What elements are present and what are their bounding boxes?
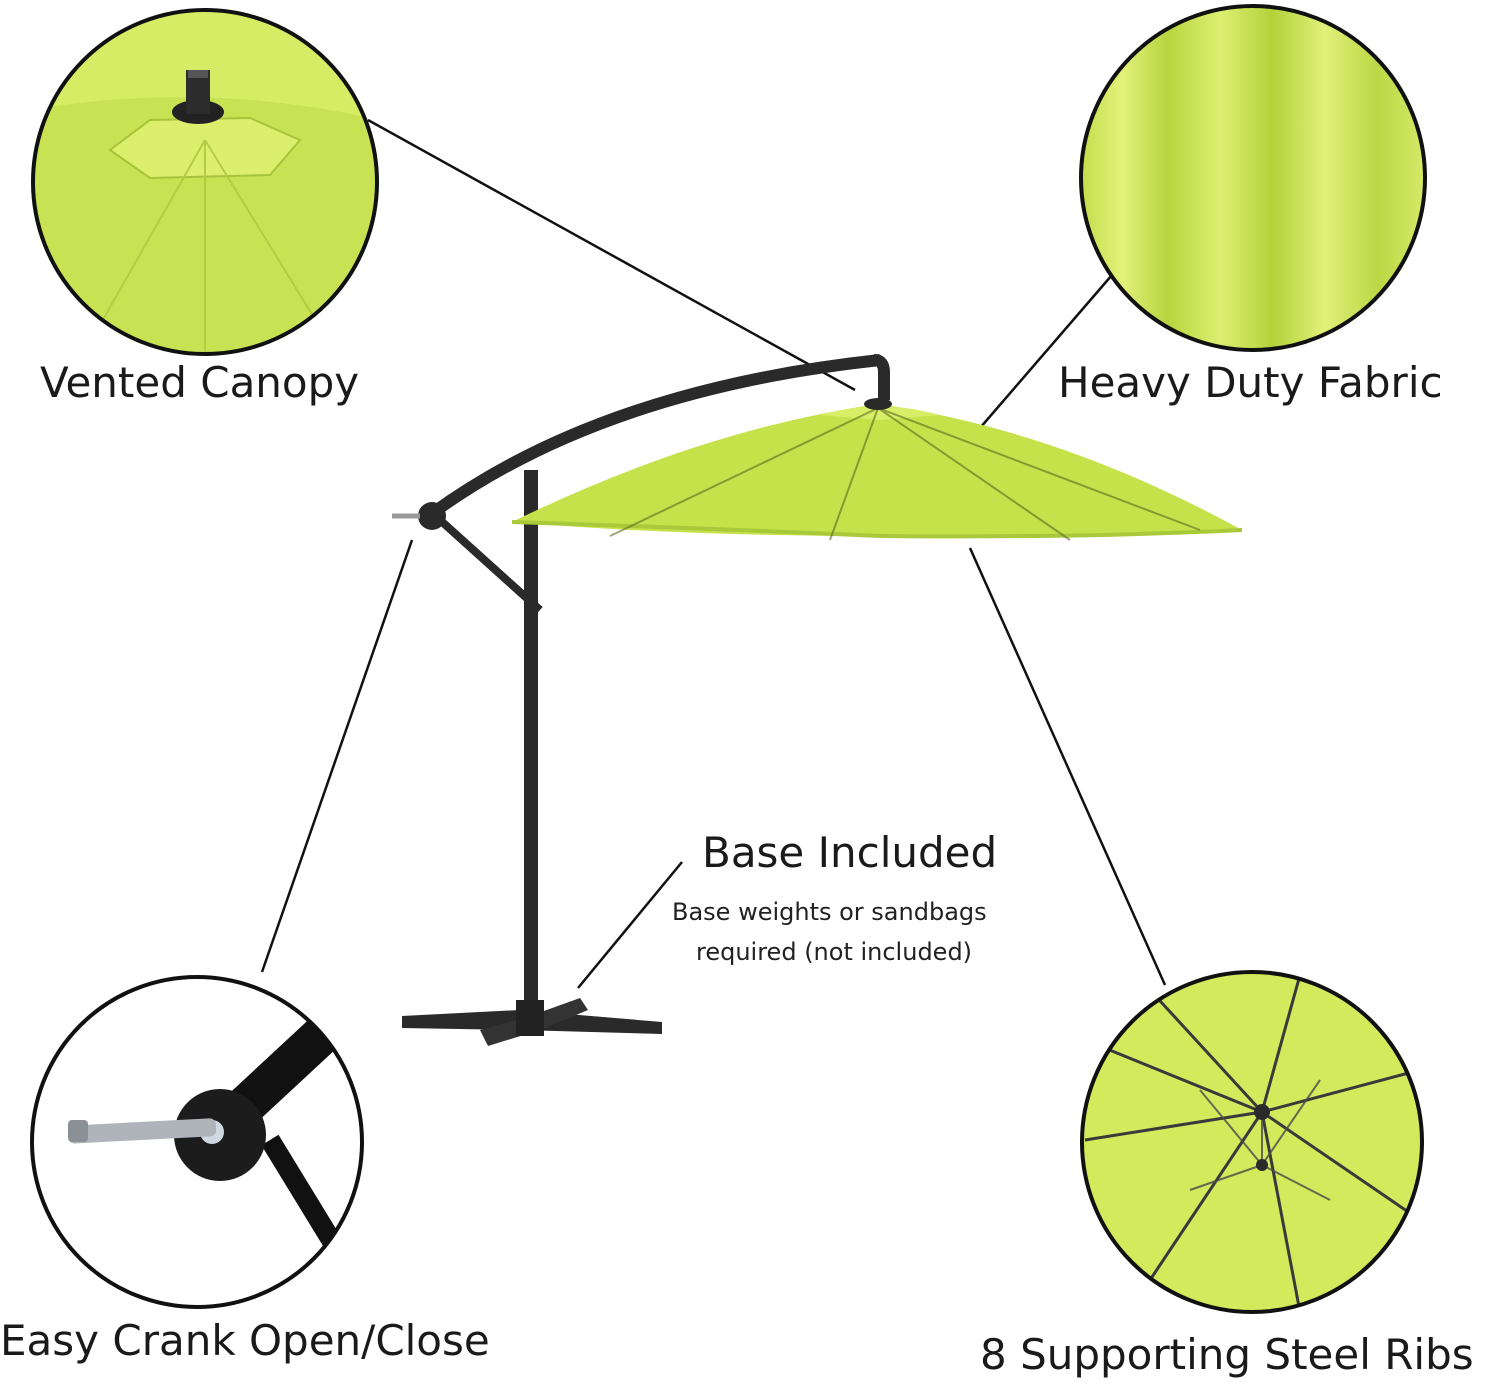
heavy-duty-fabric-detail bbox=[1079, 4, 1427, 352]
easy-crank-label: Easy Crank Open/Close bbox=[0, 1316, 490, 1365]
callout-line-fabric bbox=[979, 274, 1113, 429]
crank-detail bbox=[30, 975, 364, 1309]
steel-ribs-detail bbox=[1080, 970, 1424, 1314]
vented-canopy-label: Vented Canopy bbox=[40, 358, 360, 407]
vented-canopy-detail bbox=[31, 8, 379, 356]
callout-line-base bbox=[577, 861, 683, 989]
base-note-line1: Base weights or sandbags bbox=[672, 898, 987, 926]
base-note-line2: required (not included) bbox=[696, 938, 973, 966]
callout-line-vented bbox=[367, 118, 856, 392]
base-included-label: Base Included bbox=[702, 828, 998, 877]
callout-line-crank bbox=[260, 539, 414, 973]
callout-line-ribs bbox=[968, 547, 1167, 986]
callout-lines bbox=[260, 118, 1167, 989]
canopy bbox=[511, 398, 1243, 541]
steel-ribs-label: 8 Supporting Steel Ribs bbox=[980, 1330, 1474, 1379]
umbrella-frame bbox=[392, 354, 890, 1046]
heavy-duty-fabric-label: Heavy Duty Fabric bbox=[1058, 358, 1443, 407]
